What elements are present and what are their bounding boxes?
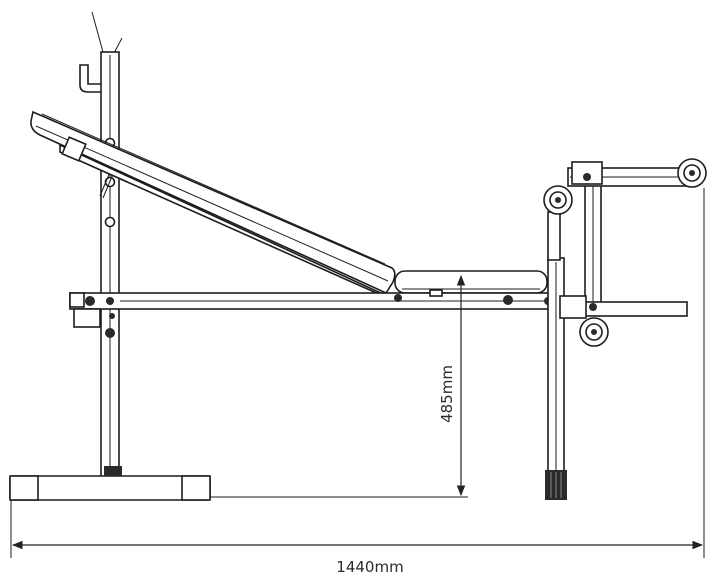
roller-top-right xyxy=(677,158,707,188)
roller-top-left xyxy=(543,185,573,215)
back-pad xyxy=(30,110,396,301)
foam-rollers xyxy=(543,158,707,347)
seat-pad xyxy=(394,270,548,294)
total-length-dimension: 1440mm xyxy=(10,188,705,576)
front-leg xyxy=(545,211,567,500)
seat-height-label: 485mm xyxy=(438,365,456,423)
leg-developer xyxy=(559,161,691,319)
seat-height-dimension: 485mm xyxy=(210,274,468,498)
total-length-label: 1440mm xyxy=(336,558,403,576)
upright-rack xyxy=(9,11,211,501)
roller-bottom xyxy=(579,317,609,347)
main-rail xyxy=(69,289,553,338)
